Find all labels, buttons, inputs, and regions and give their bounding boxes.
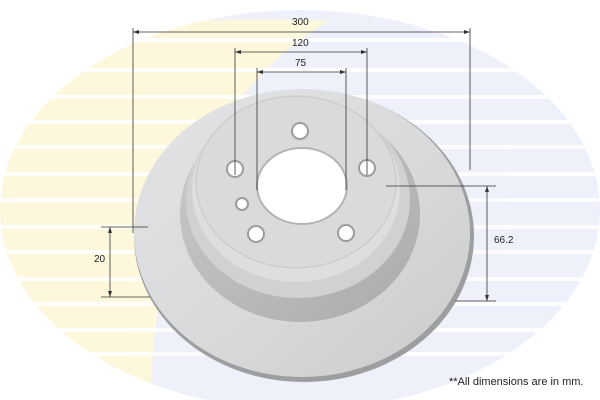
height-label: 66.2 [494,235,514,246]
lug-hole [291,122,309,140]
thickness-label: 20 [94,254,106,265]
lug-hole [337,224,355,242]
brake-disc [134,89,474,382]
outer-diameter-label: 300 [292,17,309,28]
dimension-arrows [108,30,489,301]
dimension-lines [101,28,496,302]
pcd-label: 120 [292,38,309,49]
units-note: **All dimensions are in mm. [449,376,584,388]
center-bore-label: 75 [295,58,307,69]
locating-hole [235,197,249,211]
lug-hole [247,225,265,243]
